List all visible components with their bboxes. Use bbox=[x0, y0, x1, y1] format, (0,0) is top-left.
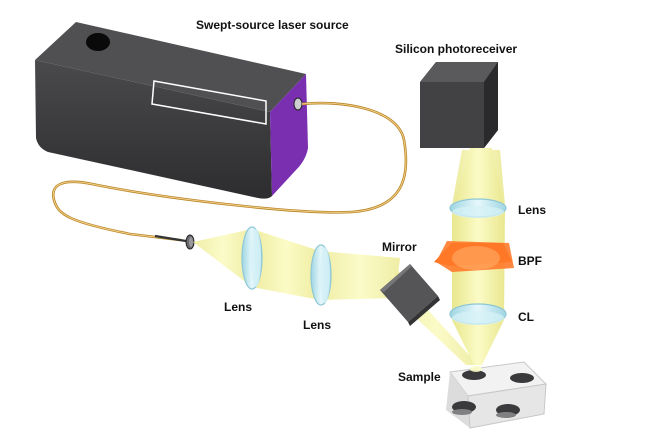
laser-output-port bbox=[293, 97, 303, 111]
sample-well bbox=[510, 373, 534, 383]
label-sample: Sample bbox=[398, 370, 441, 384]
lens-middle bbox=[310, 244, 332, 306]
laser-panel-outline bbox=[151, 80, 267, 125]
sample-well bbox=[462, 370, 486, 380]
beam-to-detector bbox=[452, 150, 505, 205]
label-mirror: Mirror bbox=[382, 240, 417, 254]
lens-cl bbox=[449, 303, 507, 325]
label-laser-source: Swept-source laser source bbox=[196, 18, 349, 32]
label-bpf: BPF bbox=[518, 254, 542, 268]
label-photoreceiver: Silicon photoreceiver bbox=[395, 42, 518, 56]
lens-left bbox=[241, 226, 263, 290]
focal-spot bbox=[470, 366, 482, 372]
photoreceiver bbox=[420, 62, 498, 148]
beam-collimated bbox=[252, 229, 320, 300]
label-lens-left: Lens bbox=[224, 300, 253, 314]
laser-front-face bbox=[35, 60, 272, 199]
laser-source bbox=[35, 22, 308, 199]
band-pass-filter bbox=[434, 241, 514, 272]
optical-fiber-core bbox=[52, 102, 407, 241]
beam-to-mirror bbox=[320, 251, 400, 300]
label-lens-middle: Lens bbox=[303, 318, 332, 332]
lens-top bbox=[449, 198, 507, 218]
fiber-collimator bbox=[185, 234, 195, 250]
label-cl: CL bbox=[518, 310, 534, 324]
label-lens-top: Lens bbox=[518, 203, 547, 217]
fiber-end bbox=[154, 234, 187, 243]
laser-top-hole bbox=[86, 33, 110, 51]
mirror bbox=[380, 264, 440, 326]
beam-diverging bbox=[193, 229, 252, 287]
sample-plate bbox=[446, 361, 548, 429]
